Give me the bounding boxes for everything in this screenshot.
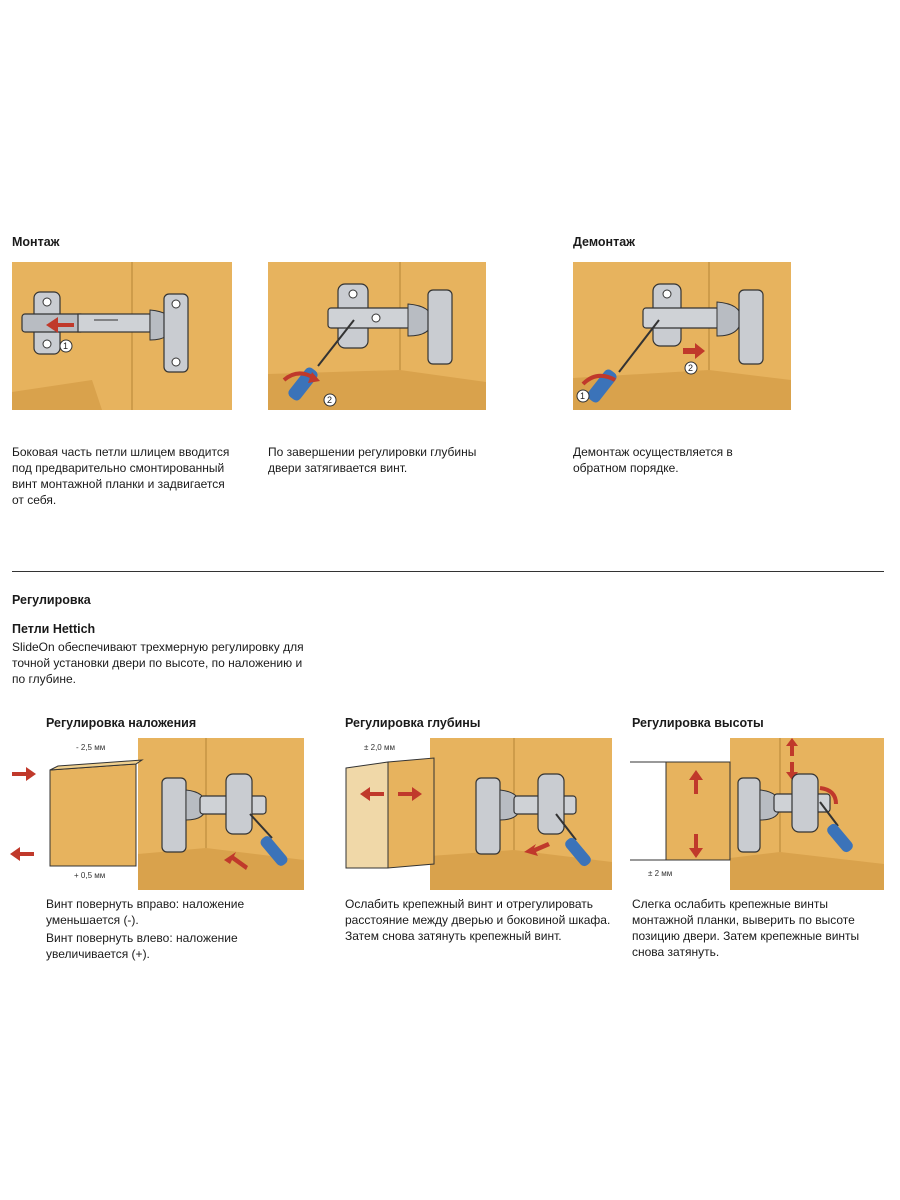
dismounting-caption: Демонтаж осуществляется в обратном поряд… bbox=[573, 445, 733, 475]
screwdriver-icon bbox=[555, 813, 591, 867]
mounting-step1-illustration: 1 bbox=[12, 262, 232, 410]
overlay-title: Регулировка наложения bbox=[46, 716, 197, 730]
height-title: Регулировка высоты bbox=[632, 716, 764, 730]
svg-text:- 2,5 мм: - 2,5 мм bbox=[76, 743, 105, 752]
arrow-icon bbox=[12, 767, 36, 781]
screwdriver-icon bbox=[249, 813, 288, 866]
dismounting-title: Демонтаж bbox=[573, 235, 636, 249]
height-caption: Слегка ослабить крепежные винты монтажно… bbox=[632, 897, 860, 959]
arrow-icon bbox=[786, 738, 798, 756]
section-divider bbox=[12, 571, 884, 572]
svg-text:1: 1 bbox=[580, 391, 585, 401]
rotation-arrow-icon bbox=[819, 786, 838, 805]
mounting-step1-caption: Боковая часть петли шлицем вводится под … bbox=[12, 445, 230, 507]
arrow-icon bbox=[683, 343, 705, 359]
hinge-icon bbox=[737, 773, 831, 853]
mounting-step2-illustration: 2 bbox=[268, 262, 486, 410]
mounting-step2-caption: По завершении регулировки глубины двери … bbox=[268, 445, 477, 475]
svg-text:2: 2 bbox=[327, 395, 332, 405]
height-illustration: ± 2 мм bbox=[630, 738, 884, 890]
dismounting-illustration: 1 2 bbox=[573, 262, 791, 410]
adjustment-intro: SlideOn обеспечивают трехмерную регулиро… bbox=[12, 640, 304, 686]
depth-caption: Ослабить крепежный винт и отрегулировать… bbox=[345, 897, 611, 943]
arrow-icon bbox=[524, 842, 550, 856]
adjustment-title: Регулировка bbox=[12, 593, 91, 607]
mounting-title: Монтаж bbox=[12, 235, 60, 249]
depth-title: Регулировка глубины bbox=[345, 716, 481, 730]
hinge-icon bbox=[475, 773, 577, 855]
screwdriver-icon bbox=[819, 801, 853, 853]
hinge-icon bbox=[161, 773, 267, 853]
depth-illustration: ± 2,0 мм bbox=[342, 738, 612, 890]
arrow-icon bbox=[398, 787, 422, 801]
adjustment-subtitle: Петли Hettich bbox=[12, 622, 96, 636]
arrow-icon bbox=[46, 317, 74, 333]
hinge-icon bbox=[642, 283, 764, 365]
svg-text:± 2 мм: ± 2 мм bbox=[648, 869, 672, 878]
overlay-caption-2: Винт повернуть влево: наложение увеличив… bbox=[46, 931, 238, 961]
overlay-caption-1: Винт повернуть вправо: наложение уменьша… bbox=[46, 897, 245, 927]
arrow-icon bbox=[10, 847, 34, 861]
hinge-icon bbox=[327, 283, 453, 365]
svg-text:1: 1 bbox=[63, 341, 68, 351]
hinge-arm-icon bbox=[77, 293, 189, 373]
svg-text:2: 2 bbox=[688, 363, 693, 373]
arrow-icon bbox=[224, 852, 248, 870]
arrow-icon bbox=[360, 787, 384, 801]
overlay-illustration: - 2,5 мм + 0,5 мм bbox=[10, 738, 304, 890]
svg-text:± 2,0 мм: ± 2,0 мм bbox=[364, 743, 395, 752]
arrow-icon bbox=[689, 834, 703, 858]
svg-text:+ 0,5 мм: + 0,5 мм bbox=[74, 871, 105, 880]
rotation-arrow-icon bbox=[581, 373, 616, 386]
arrow-icon bbox=[689, 770, 703, 794]
